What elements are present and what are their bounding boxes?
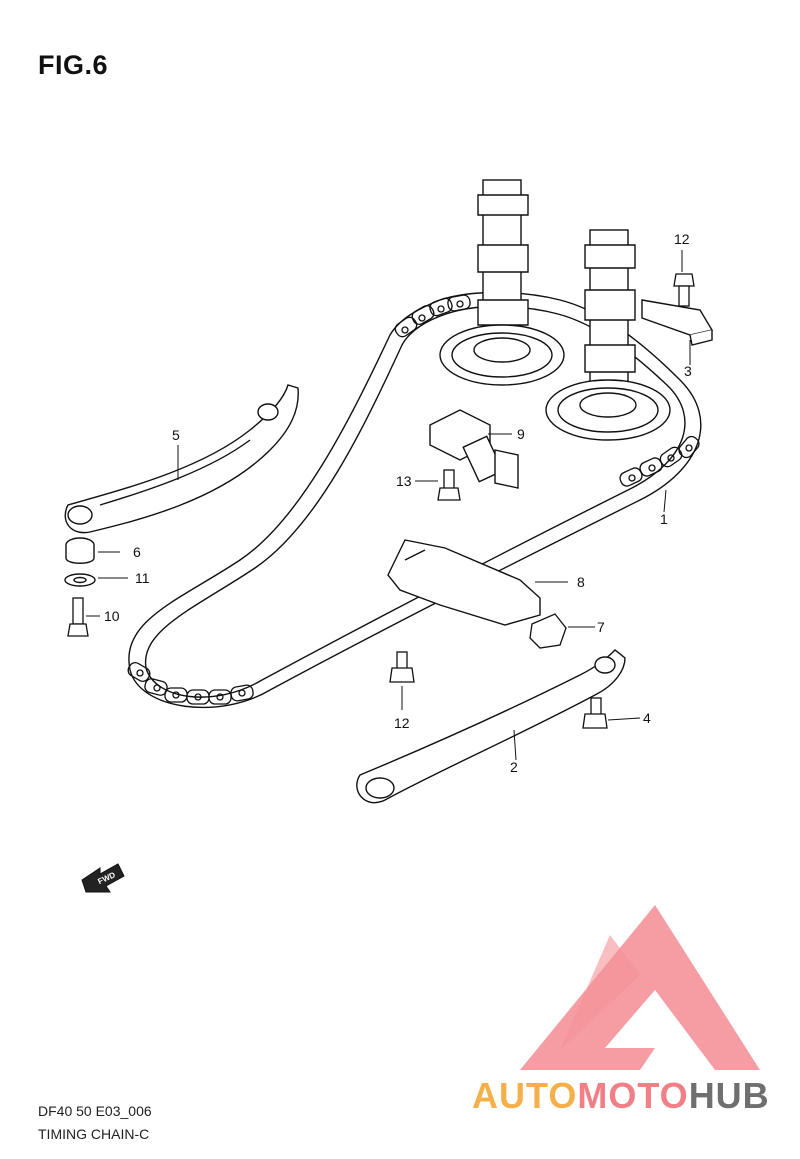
watermark-text: AUTOMOTOHUB [472,1075,770,1116]
callout-10: 10 [104,608,120,624]
chain-guide-2 [356,649,626,804]
watermark-moto: MOTO [577,1075,688,1116]
bolt-13 [437,469,461,501]
camshaft-left [439,179,565,386]
callout-13: 13 [396,473,412,489]
bolt-12-upper [673,273,695,307]
collar-6 [65,537,95,564]
callout-3: 3 [684,363,692,379]
fwd-arrow-icon: FWD [81,863,125,893]
camshaft-right [545,229,671,441]
chain-guide-8 [387,539,541,626]
callout-5: 5 [172,427,180,443]
part-7 [529,613,567,649]
figure-title: FIG.6 [38,50,109,80]
callout-6: 6 [133,544,141,560]
callout-8: 8 [577,574,585,590]
bolt-4 [582,697,608,729]
callout-9: 9 [517,426,525,442]
callout-4: 4 [643,710,651,726]
chain-guide-5 [64,384,299,534]
watermark-hub: HUB [689,1075,770,1116]
leader-lines [86,250,691,761]
watermark-logo [520,905,760,1070]
tensioner-9 [429,409,519,489]
callout-11: 11 [135,570,150,586]
watermark-auto: AUTO [472,1075,577,1116]
figure-code: DF40 50 E03_006 [38,1103,152,1119]
chain-links-top [394,294,471,338]
washer-11 [64,573,96,587]
chain-links-left [127,661,254,705]
bolt-12-lower [389,651,415,683]
bracket-3 [641,299,714,346]
callout-1: 1 [660,511,668,527]
chain-links-right [619,435,700,487]
watermark-triangle [520,905,760,1070]
callout-2: 2 [510,759,518,775]
callout-7: 7 [597,619,605,635]
bolt-10 [67,597,89,637]
callout-12-lower: 12 [394,715,410,731]
callout-12-upper: 12 [674,231,690,247]
figure-caption: TIMING CHAIN-C [38,1126,150,1142]
